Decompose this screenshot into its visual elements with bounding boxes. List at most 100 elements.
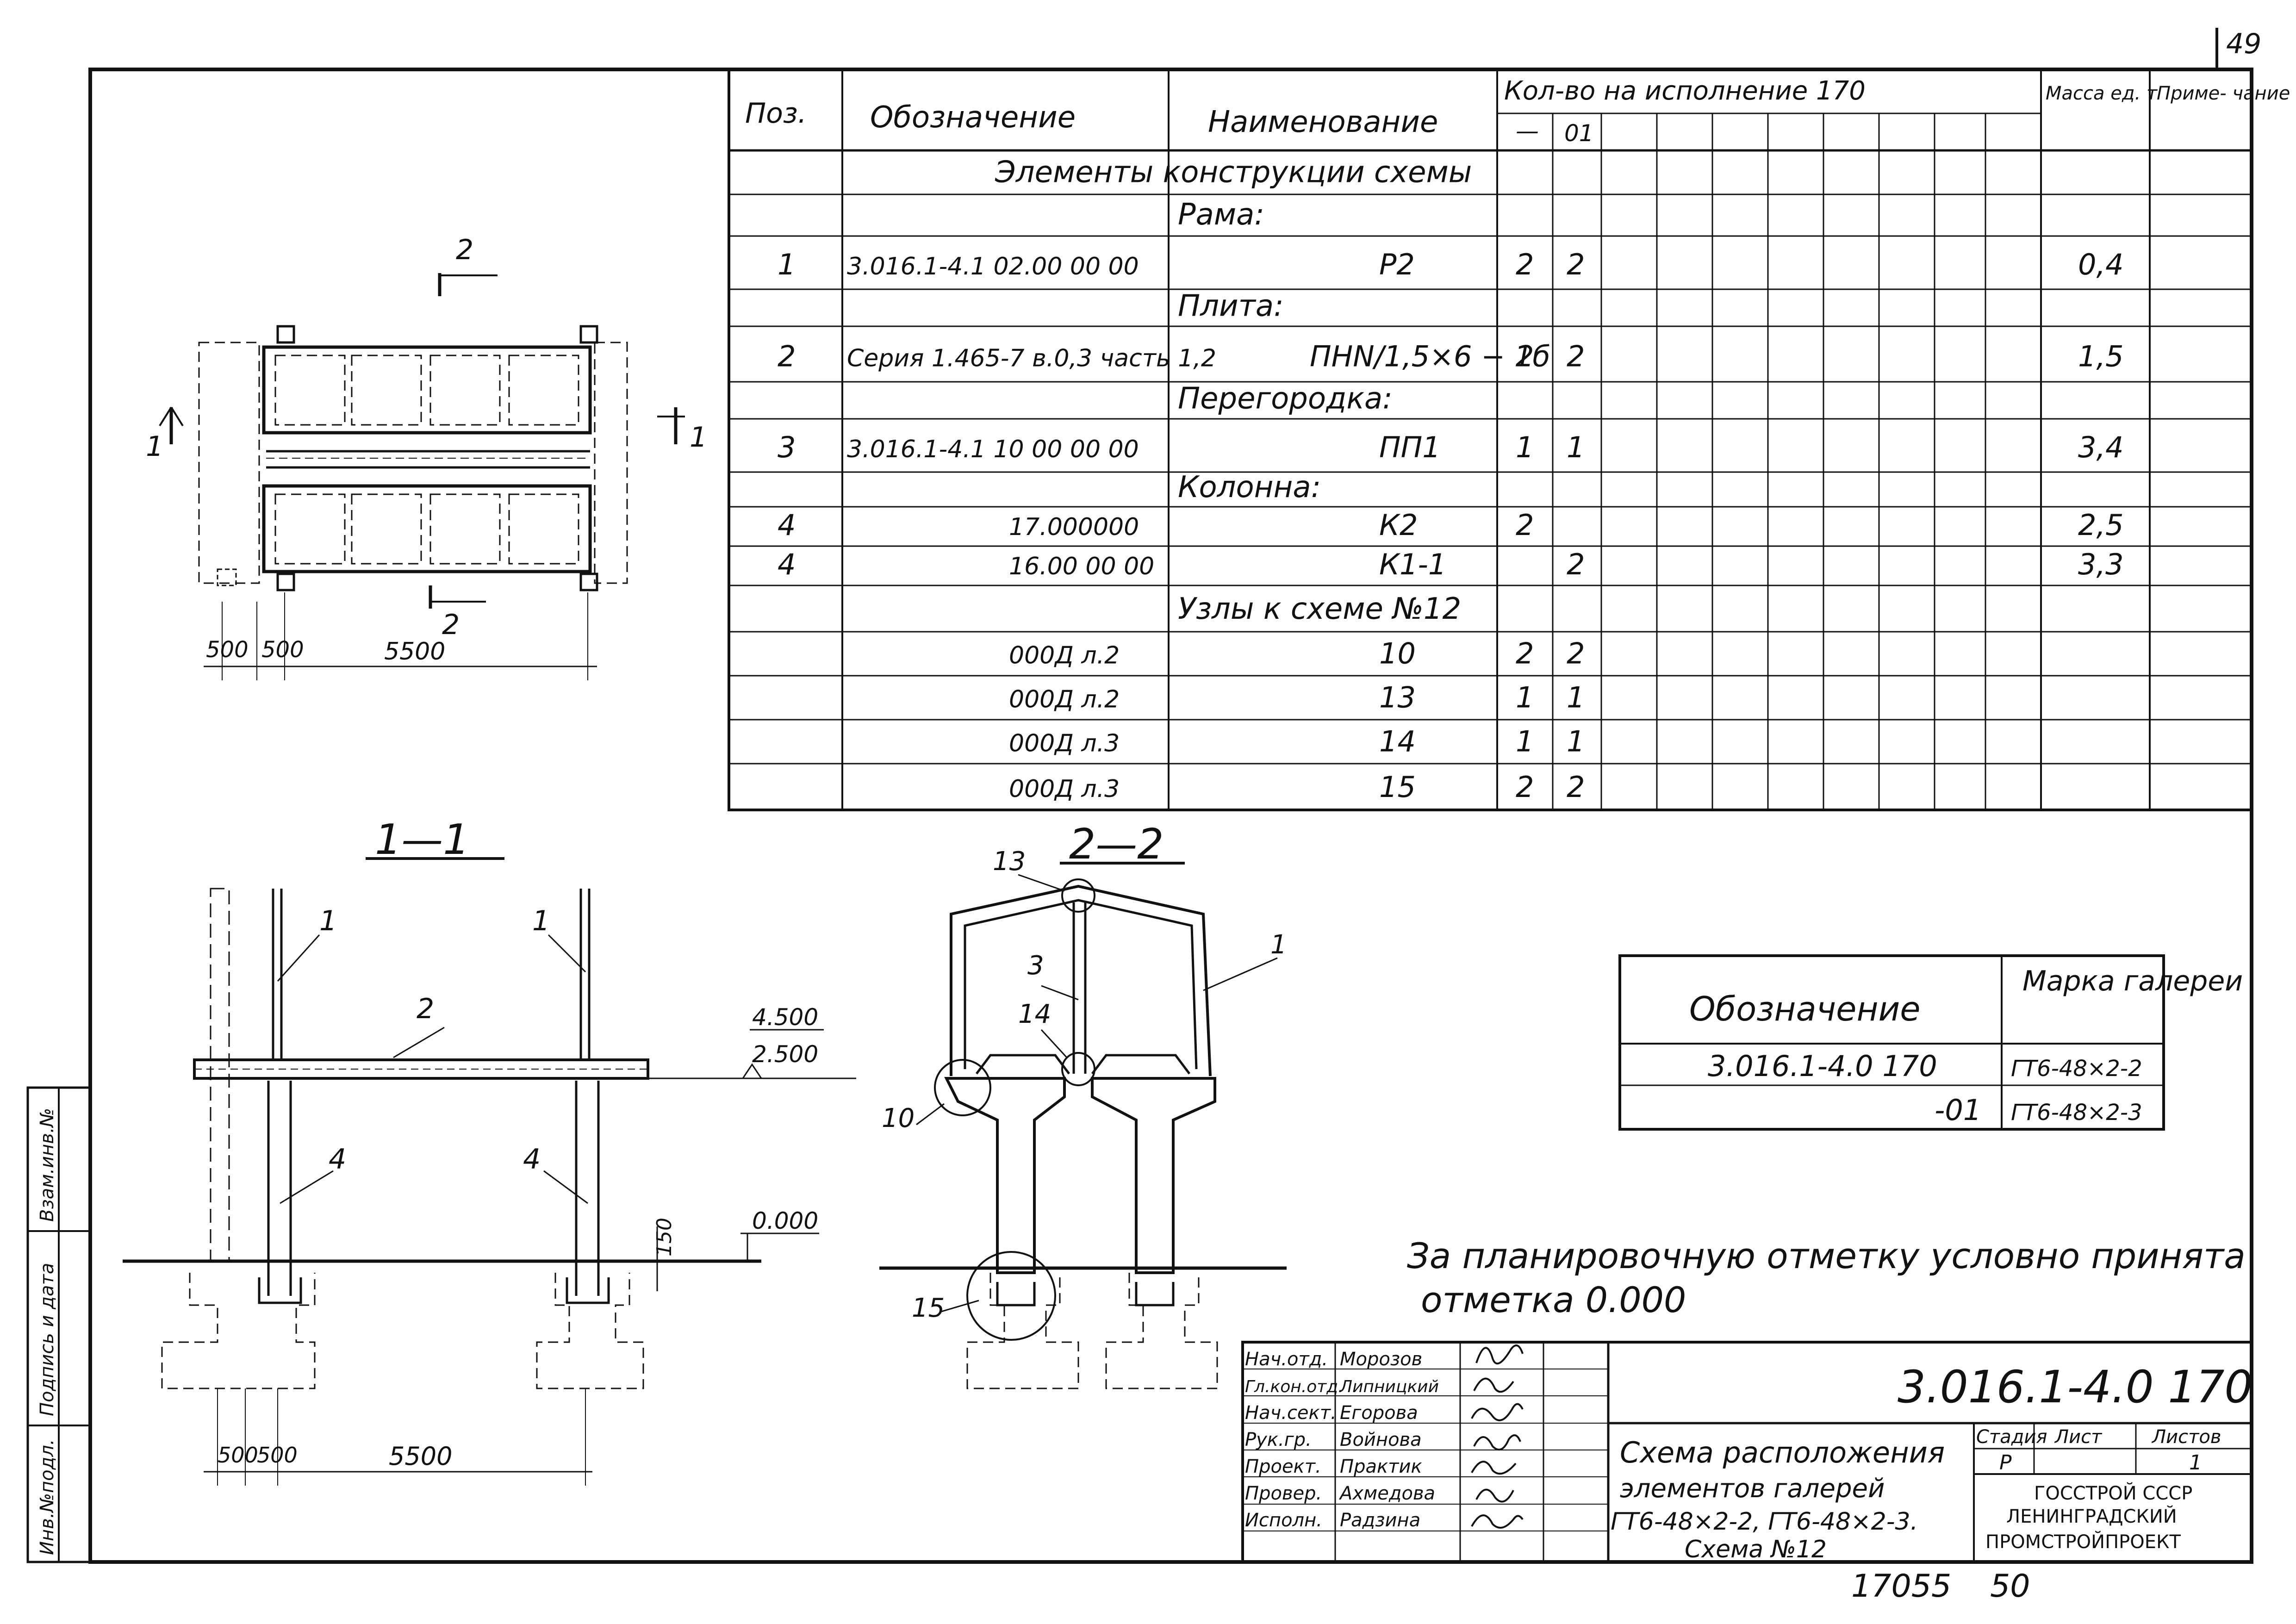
spec-cell-qb: 2 (1567, 770, 1585, 804)
sheets-value: 1 (2189, 1451, 2202, 1475)
spec-cell-qb: 1 (1567, 430, 1585, 464)
spec-cell-qb: 2 (1567, 548, 1585, 581)
spec-cell-name: Р2 (1379, 248, 1415, 281)
header-designation: Обозначение (870, 100, 1076, 135)
role-4: Проект. (1245, 1456, 1321, 1477)
sheet-label: Лист (2054, 1426, 2103, 1448)
inv-orig-label: Инв.№подл. (37, 1439, 58, 1555)
spec-cell-designation: 000Д л.3 (1009, 775, 1120, 803)
section-1-1: 1—1 1 1 2 4 4 4. (123, 815, 856, 1486)
spec-cell-qa: 1 (1516, 430, 1534, 464)
spec-cell-pos: 1 (778, 248, 796, 281)
section-1-1-dim-1: 500 (218, 1443, 258, 1468)
spec-cell-qa: 2 (1516, 248, 1534, 281)
spec-cell-name: 13 (1379, 680, 1416, 714)
marks-header-mark: Марка галереи (2022, 965, 2243, 997)
section-2-2-mark-3: 3 (1027, 951, 1044, 981)
marks-header-designation: Обозначение (1689, 989, 1921, 1028)
name-3: Войнова (1340, 1429, 1422, 1450)
spec-cell-pos: 2 (778, 339, 796, 373)
spec-cell-designation: 16.00 00 00 (1009, 553, 1154, 580)
spec-cell-qb: 2 (1567, 248, 1585, 281)
spec-cell-designation: 3.016.1-4.1 02.00 00 00 (847, 253, 1139, 280)
footer-left: 17055 (1851, 1568, 1951, 1605)
stage-value: Р (1999, 1451, 2012, 1475)
spec-cell-designation: 000Д л.2 (1009, 685, 1120, 713)
title-code: 3.016.1-4.0 170 (1898, 1361, 2252, 1413)
plan-cut-b: 2 (442, 609, 460, 641)
section-2-2-mark-10: 10 (882, 1103, 915, 1133)
section-2-2-mark-13: 13 (993, 846, 1026, 877)
desc-line-1: Схема расположения (1620, 1436, 1945, 1469)
side-stamp: Взам.инв.№ Подпись и дата Инв.№подл. (26, 1086, 92, 1563)
spec-cell-pos: 4 (778, 548, 796, 581)
section-1-1-dim-2: 500 (257, 1443, 298, 1468)
spec-section-title: Рама: (1178, 198, 1264, 232)
spec-cell-qb: 2 (1567, 339, 1585, 373)
name-5: Ахмедова (1338, 1483, 1435, 1504)
spec-cell-name: 15 (1379, 770, 1416, 804)
role-5: Провер. (1245, 1483, 1322, 1504)
plan-cut-a: 2 (456, 234, 473, 266)
spec-cell-mass: 1,5 (2078, 339, 2124, 373)
spec-cell-designation: 000Д л.2 (1009, 641, 1120, 669)
section-2-2-mark-14: 14 (1018, 999, 1051, 1029)
section-1-1-mark-2: 2 (417, 993, 434, 1025)
inv-new-label: Взам.инв.№ (37, 1108, 58, 1222)
header-qty-b: 01 (1564, 120, 1594, 147)
spec-cell-qa: 2 (1516, 636, 1534, 670)
header-qty-title: Кол-во на исполнение 170 (1504, 76, 1866, 106)
section-1-1-mark-4a: 4 (329, 1143, 346, 1176)
header-pos: Поз. (745, 97, 807, 130)
spec-section-title: Перегородка: (1178, 382, 1393, 416)
spec-cell-qa: 1 (1516, 724, 1534, 758)
signatures (1471, 1344, 1524, 1529)
section-2-2: 2—2 13 3 1 14 10 15 (879, 820, 1287, 1389)
spec-cell-pos: 3 (778, 430, 796, 464)
spec-section-title: Колонна: (1178, 470, 1321, 504)
plan-cut-c: 1 (146, 430, 163, 463)
marks-row-1-mark: ГТ6-48×2-2 (2011, 1056, 2142, 1082)
plan-cut-d: 1 (690, 421, 707, 454)
spec-cell-name: ПНN/1,5×6 − 1б (1310, 339, 1550, 373)
note-line-1: За планировочную отметку условно принята (1407, 1235, 2246, 1276)
role-0: Нач.отд. (1245, 1349, 1328, 1370)
header-note: Приме- чание (2157, 83, 2290, 104)
section-1-1-elev-mid: 2.500 (752, 1041, 818, 1068)
section-2-2-mark-1: 1 (1270, 930, 1287, 960)
plan-view: 2 2 1 1 500 500 5500 (146, 234, 707, 680)
spec-cell-mass: 2,5 (2078, 508, 2124, 542)
spec-cell-mass: 0,4 (2078, 248, 2124, 281)
role-1: Гл.кон.отд. (1245, 1377, 1344, 1396)
section-1-1-mark-1a: 1 (319, 905, 337, 937)
spec-cell-qa: 2 (1516, 770, 1534, 804)
spec-cell-qb: 2 (1567, 636, 1585, 670)
title-block: 3.016.1-4.0 170 Нач.отд. Гл.кон.отд. Нач… (1241, 1341, 2253, 1563)
name-2: Егорова (1340, 1402, 1418, 1424)
spec-cell-designation: 3.016.1-4.1 10 00 00 00 (847, 436, 1139, 463)
spec-section-title: Плита: (1178, 289, 1284, 324)
spec-cell-mass: 3,3 (2078, 548, 2124, 581)
specification-table: Поз. Обозначение Наименование Кол-во на … (728, 68, 2290, 811)
header-mass: Масса ед. т (2046, 83, 2158, 104)
role-6: Исполн. (1245, 1510, 1322, 1531)
spec-cell-pos: 4 (778, 508, 796, 542)
section-1-1-mark-1b: 1 (532, 905, 550, 937)
sign-date-label: Подпись и дата (37, 1263, 58, 1416)
marks-row-2-mark: ГТ6-48×2-3 (2011, 1100, 2142, 1126)
marks-table: Обозначение Марка галереи 3.016.1-4.0 17… (1618, 954, 2243, 1131)
spec-cell-designation: Серия 1.465-7 в.0,3 часть 1,2 (847, 344, 1216, 372)
section-1-1-title: 1—1 (375, 815, 470, 864)
org-line-2: ЛЕНИНГРАДСКИЙ (2006, 1505, 2177, 1527)
name-4: Практик (1340, 1456, 1422, 1477)
spec-cell-name: 14 (1379, 724, 1416, 758)
name-1: Липницкий (1339, 1377, 1439, 1396)
section-2-2-title: 2—2 (1069, 820, 1164, 869)
marks-row-1-designation: 3.016.1-4.0 170 (1708, 1049, 1937, 1083)
spec-cell-qa: 1 (1516, 680, 1534, 714)
spec-cell-name: К2 (1379, 508, 1418, 542)
spec-cell-qa: 2 (1516, 339, 1534, 373)
spec-cell-qa: 2 (1516, 508, 1534, 542)
